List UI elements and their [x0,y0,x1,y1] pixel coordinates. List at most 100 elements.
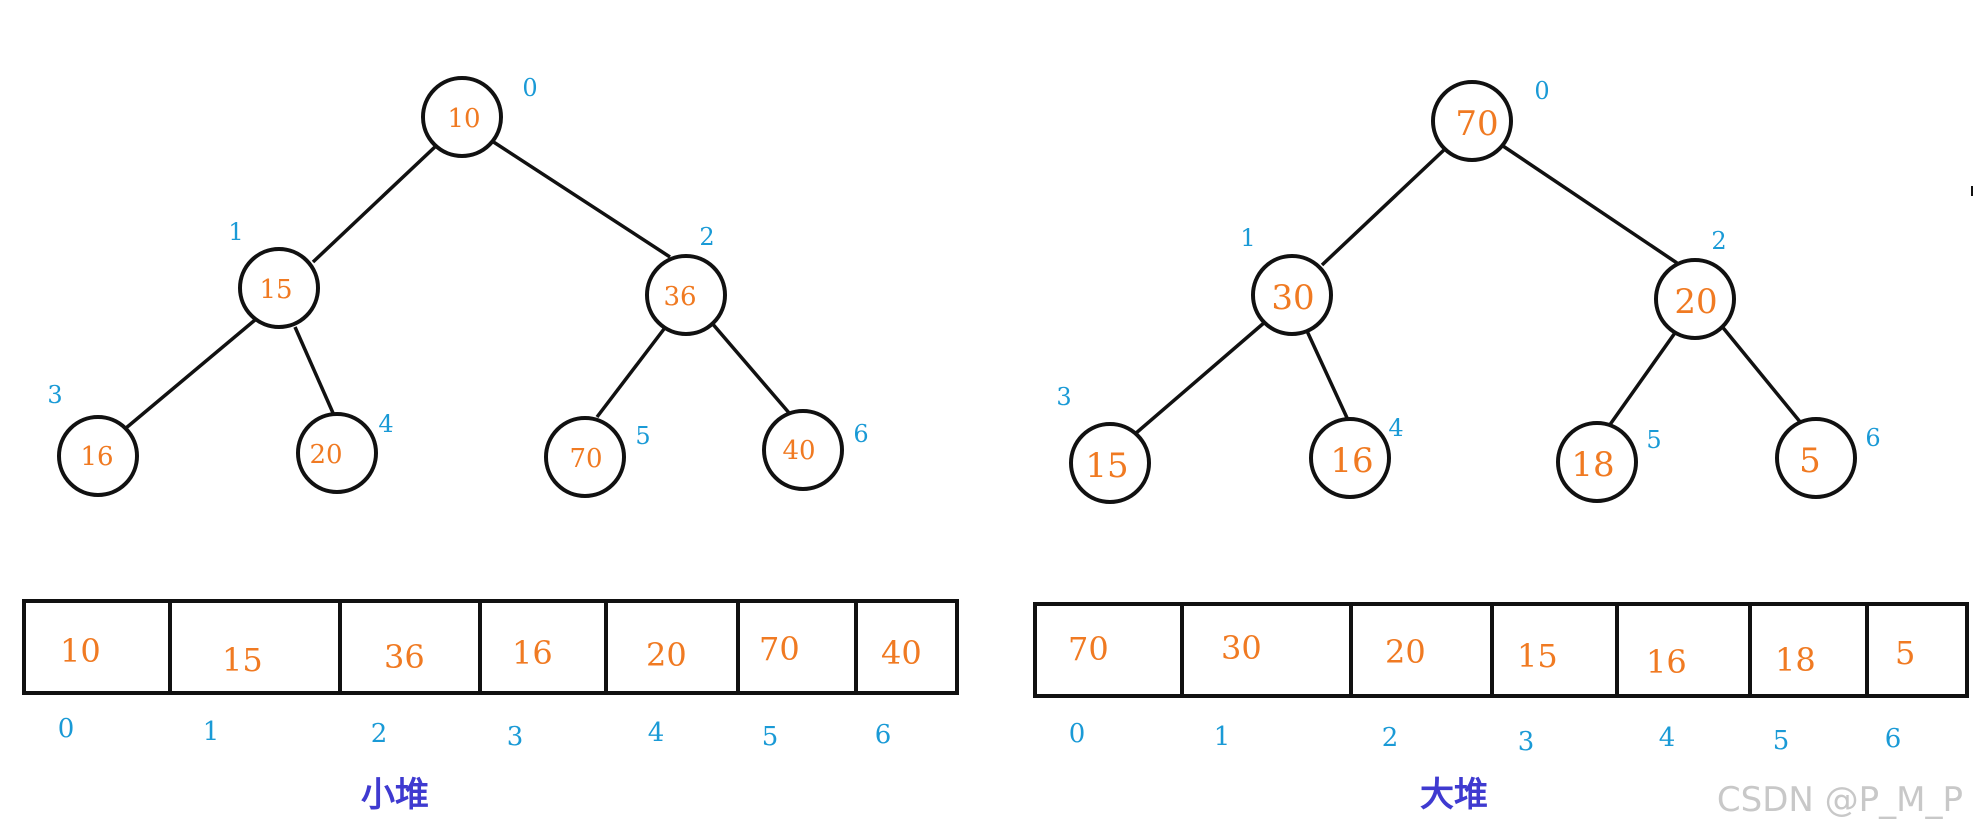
max-heap-array: 70 30 20 15 16 18 5 0 1 2 3 4 5 6 [1033,602,1969,757]
node-circle [1251,254,1333,336]
array-index: 6 [875,720,892,750]
array-index: 1 [1214,722,1231,752]
node-value: 10 [447,104,480,134]
edge [1305,330,1350,421]
tree-node: 18 5 [1556,421,1662,503]
tree-node: 20 2 [1654,227,1736,340]
min-heap-edges [124,139,792,430]
array-cell: 36 [384,638,425,676]
array-cell: 16 [1646,643,1687,681]
array-cell: 20 [646,636,687,674]
array-index: 4 [648,718,665,748]
node-value: 16 [80,442,113,472]
max-heap: 70 0 30 1 20 2 15 3 16 4 [1033,77,1969,815]
array-index: 1 [203,717,220,747]
node-circle [1556,421,1638,503]
array-index: 2 [1382,723,1399,753]
node-value: 15 [1085,446,1128,486]
node-index: 4 [378,410,393,438]
array-index: 6 [1885,724,1902,754]
watermark: CSDN @P_M_P [1716,780,1963,820]
min-heap-nodes: 10 0 15 1 36 2 16 3 20 4 [47,74,869,498]
array-cell: 18 [1775,641,1816,679]
edge [1718,322,1803,425]
node-circle [1309,417,1391,499]
edge [709,320,792,416]
tree-node: 36 2 [645,223,727,336]
edge [1133,320,1267,436]
array-cell: 16 [512,634,553,672]
tree-node: 16 3 [47,381,139,497]
node-value: 15 [259,275,292,305]
tree-node: 30 1 [1240,224,1333,336]
node-circle [1069,422,1151,504]
node-circle [645,254,727,336]
tree-node: 16 4 [1309,414,1404,499]
array-index: 3 [507,722,524,752]
edge [293,326,335,414]
node-value: 18 [1571,445,1614,485]
node-circle [544,416,626,498]
array-index: 3 [1518,727,1535,757]
min-heap: 10 0 15 1 36 2 16 3 20 4 [22,74,959,815]
node-index: 0 [522,74,537,102]
tree-node: 15 3 [1056,383,1151,504]
node-index: 4 [1388,414,1403,442]
tree-node: 15 1 [228,218,320,329]
tree-node: 70 5 [544,416,651,498]
node-circle [421,76,503,158]
node-circle [238,247,320,329]
array-cell: 15 [1517,637,1558,675]
array-index: 0 [58,714,75,744]
tree-node: 5 6 [1775,417,1881,499]
node-circle [296,412,378,494]
node-value: 40 [782,436,815,466]
array-index: 2 [371,719,388,749]
node-index: 5 [635,422,650,450]
array-cell: 10 [60,632,101,670]
node-circle [1431,80,1513,162]
node-circle [57,415,139,497]
edge [1502,144,1678,265]
node-circle [762,409,844,491]
node-value: 70 [1455,104,1498,144]
max-heap-nodes: 70 0 30 1 20 2 15 3 16 4 [1056,77,1881,504]
node-index: 2 [1711,227,1726,255]
node-value: 70 [569,444,602,474]
node-index: 1 [1240,224,1255,252]
array-index: 0 [1069,719,1086,749]
node-circle [1775,417,1857,499]
array-index: 5 [1773,726,1790,756]
node-value: 16 [1330,441,1373,481]
array-cell: 15 [222,641,263,679]
node-index: 3 [1056,383,1071,411]
max-heap-edges [1133,144,1803,436]
node-value: 30 [1271,278,1314,318]
array-cell: 5 [1895,634,1915,672]
array-frame [1033,602,1969,698]
array-cell: 30 [1221,629,1262,667]
node-index: 6 [853,420,868,448]
tree-node: 40 6 [762,409,869,491]
edge [124,318,257,430]
heap-title: 大堆 [1420,775,1488,815]
edge [491,139,671,259]
node-value: 20 [309,440,342,470]
array-cell: 70 [759,630,800,668]
node-circle [1654,258,1736,340]
node-index: 0 [1534,77,1549,105]
edge [311,143,439,264]
min-heap-array: 10 15 36 16 20 70 40 0 1 2 3 4 5 6 [22,599,959,752]
node-index: 1 [228,218,243,246]
node-index: 2 [699,223,714,251]
node-value: 5 [1799,441,1821,481]
node-index: 5 [1646,426,1661,454]
node-index: 3 [47,381,62,409]
array-index: 5 [762,722,779,752]
edge [1320,147,1447,267]
edge [1607,328,1679,428]
array-cell: 70 [1068,630,1109,668]
node-value: 20 [1674,282,1717,322]
heap-title: 小堆 [361,775,429,815]
